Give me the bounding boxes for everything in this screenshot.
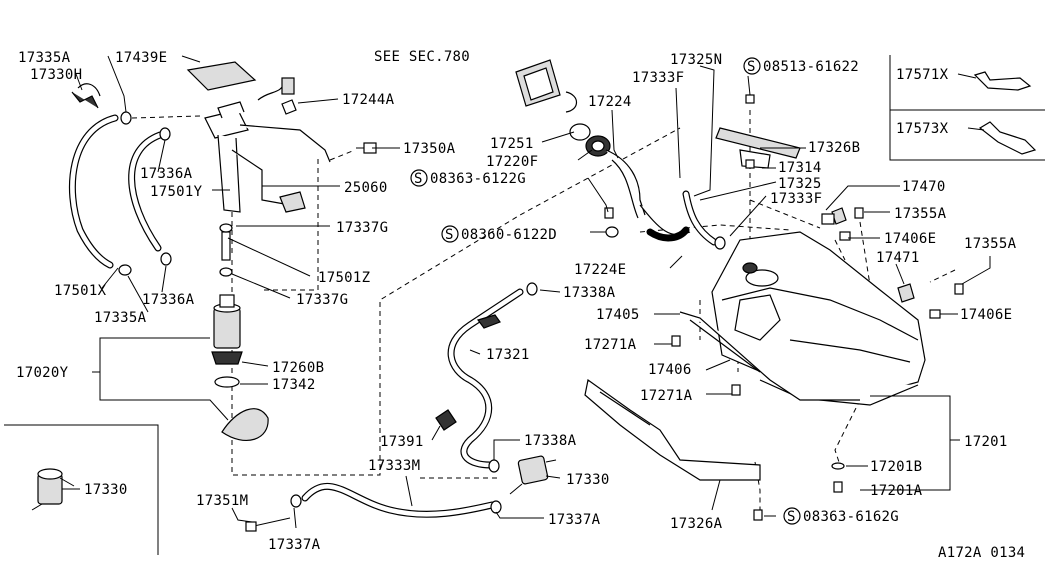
label-17224e: 17224E [574,262,626,278]
label-17244a: 17244A [342,92,395,108]
label-17337a-mid: 17337A [548,512,601,528]
clip-17244a [281,99,297,115]
fuel-filter-inset-17330 [31,468,75,511]
hose-17333m [290,482,502,518]
label-17330h: 17330H [30,67,82,83]
tank-straps [679,311,860,401]
label-17338a-top: 17338A [563,285,616,301]
label-17201: 17201 [964,434,1008,450]
bolt-17351m [245,517,291,532]
label-17571x: 17571X [896,67,949,83]
label-17325: 17325 [778,176,822,192]
leader-lines [62,55,991,529]
label-17220f: 17220F [486,154,538,170]
label-17333f-b: 17333F [770,191,822,207]
label-17326b: 17326B [808,140,860,156]
label-17201b: 17201B [870,459,922,475]
fuel-pump-17020y [211,294,269,441]
filler-lid-part [515,59,578,113]
label-17325n: 17325N [670,52,722,68]
diagram-code: A172A 0134 [938,545,1025,561]
label-17406e-a: 17406E [884,231,936,247]
label-17501x: 17501X [54,283,107,299]
filter-small-parts [219,223,233,277]
label-17439e: 17439E [115,50,167,66]
hose-17501x [68,114,119,269]
label-17335a-bot: 17335A [94,310,147,326]
label-08363-6162g: 08363-6162G [803,509,899,525]
label-17337g-top: 17337G [336,220,388,236]
label-17350a: 17350A [403,141,456,157]
label-17314: 17314 [778,160,822,176]
label-17391: 17391 [380,434,424,450]
pad-17439e [186,61,257,91]
label-17260b: 17260B [272,360,324,376]
label-17338a-mid: 17338A [524,433,577,449]
label-17501y: 17501Y [150,184,203,200]
label-17321: 17321 [486,347,530,363]
hose-17321 [447,282,538,469]
label-17342: 17342 [272,377,316,393]
label-17330-mid: 17330 [566,472,610,488]
label-17355a-b: 17355A [964,236,1017,252]
label-17470: 17470 [902,179,946,195]
label-17573x: 17573X [896,121,949,137]
label-17471: 17471 [876,250,920,266]
label-25060: 25060 [344,180,388,196]
label-17337g-bot: 17337G [296,292,348,308]
clip-17391 [435,409,457,431]
label-08513-61622: 08513-61622 [763,59,859,75]
clip-17571x [973,71,1032,91]
part-labels: 17335A 17330H 17439E 17244A 17350A 17336… [16,49,1025,561]
label-17355a-a: 17355A [894,206,947,222]
label-17333m: 17333M [368,458,420,474]
label-08363-6122g: 08363-6122G [430,171,526,187]
label-08360-6122d: 08360-6122D [461,227,557,243]
label-17333f-a: 17333F [632,70,684,86]
screw-symbols: S S S S [410,57,801,525]
label-17337a-bot: 17337A [268,537,321,553]
fuel-filter-17330 [488,455,557,495]
screw-symbol-08513: S [747,59,756,75]
filler-neck [569,123,691,242]
label-17501z: 17501Z [318,270,370,286]
screw-symbol-08360: S [445,227,454,243]
bolts-scattered [604,94,964,521]
label-17336a-top: 17336A [140,166,193,182]
hose-17501y [128,131,164,252]
label-17201a: 17201A [870,483,923,499]
label-17251: 17251 [490,136,534,152]
see-section-label: SEE SEC.780 [374,49,470,65]
label-17271a-a: 17271A [584,337,637,353]
vent-hose-17325 [682,190,726,250]
clamps-left [71,83,172,276]
screw-symbol-08363-6122g: S [414,171,423,187]
label-17330-inset: 17330 [84,482,128,498]
label-17224: 17224 [588,94,632,110]
label-17336a-bot: 17336A [142,292,195,308]
screw-symbol-08363-6162g: S [787,509,796,525]
clip-17573x [978,121,1037,155]
label-17020y: 17020Y [16,365,69,381]
label-17406: 17406 [648,362,692,378]
label-17326a: 17326A [670,516,723,532]
inset-frame-top-right [889,55,1045,161]
label-17335a-top: 17335A [18,50,71,66]
inset-frame-bottom-left [4,424,159,555]
label-17405: 17405 [596,307,640,323]
tank-protector-17326a [584,378,761,481]
label-17271a-b: 17271A [640,388,693,404]
fuel-pump-bracket-assembly [204,77,331,213]
label-17406e-b: 17406E [960,307,1012,323]
label-17351m: 17351M [196,493,248,509]
